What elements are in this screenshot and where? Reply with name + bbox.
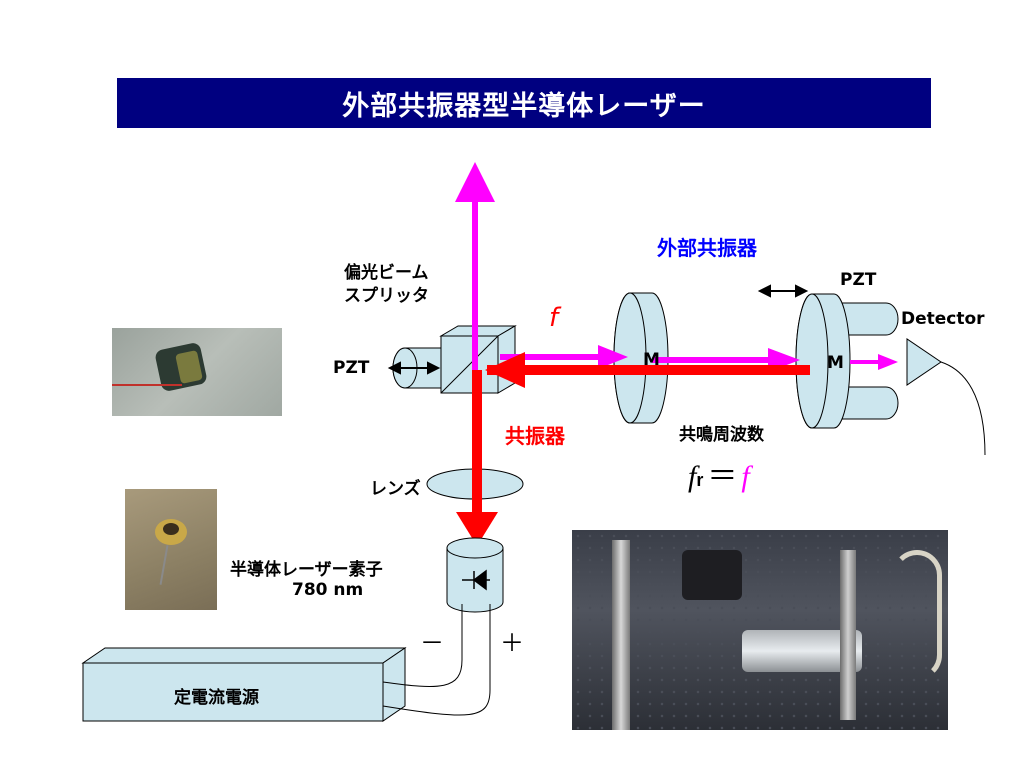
setup-photo [572,530,948,730]
minus-terminal-label: － [420,629,444,657]
resonator-label: 共振器 [505,424,565,448]
power-supply-box [81,647,407,722]
red-beam [456,352,810,546]
laser-diode-photo [125,489,217,610]
left-pzt-arrow [387,361,441,375]
pzt-right-label: PZT [840,270,877,290]
diode-symbol [462,569,490,591]
wire-minus [382,604,463,687]
resonance-equation: fr ＝ f [688,451,750,495]
laser-module-photo [112,328,282,416]
detector-label: Detector [901,309,985,329]
laser-module-wire [112,384,182,386]
external-cavity-label: 外部共振器 [657,236,757,260]
setup-mount [682,550,742,600]
laser-element-label: 半導体レーザー素子 [230,560,383,580]
plus-terminal-label: ＋ [500,629,524,657]
lens-label: レンズ [370,479,421,499]
mirror-2-assembly [795,293,899,429]
eq-equals: ＝ [707,460,738,493]
resonance-frequency-label: 共鳴周波数 [679,425,764,445]
wire-plus [382,604,491,716]
mirror-1-label: M [643,350,660,370]
setup-post-left [612,540,630,730]
page-title: 外部共振器型半導体レーザー [117,78,931,128]
laser-diode-element [446,537,504,613]
pbs-label-line2: スプリッタ [344,286,429,306]
mirror-1-disk [613,292,669,424]
mirror-2-label: M [827,353,844,373]
setup-post-right [840,550,856,720]
detector-cable [940,361,986,456]
laser-diode-window [163,523,179,535]
detector [906,338,942,386]
eq-rhs-f: f [741,460,750,493]
frequency-f-label: f [549,303,559,333]
right-pzt-arrow [757,284,809,298]
eq-sub-r: r [696,470,704,490]
pbs-label-line1: 偏光ビーム [344,263,429,283]
setup-tube [892,550,942,680]
power-supply-label: 定電流電源 [174,688,259,708]
wavelength-label: 780 nm [292,580,364,600]
eq-f: f [688,460,697,493]
pzt-left-label: PZT [333,358,370,378]
